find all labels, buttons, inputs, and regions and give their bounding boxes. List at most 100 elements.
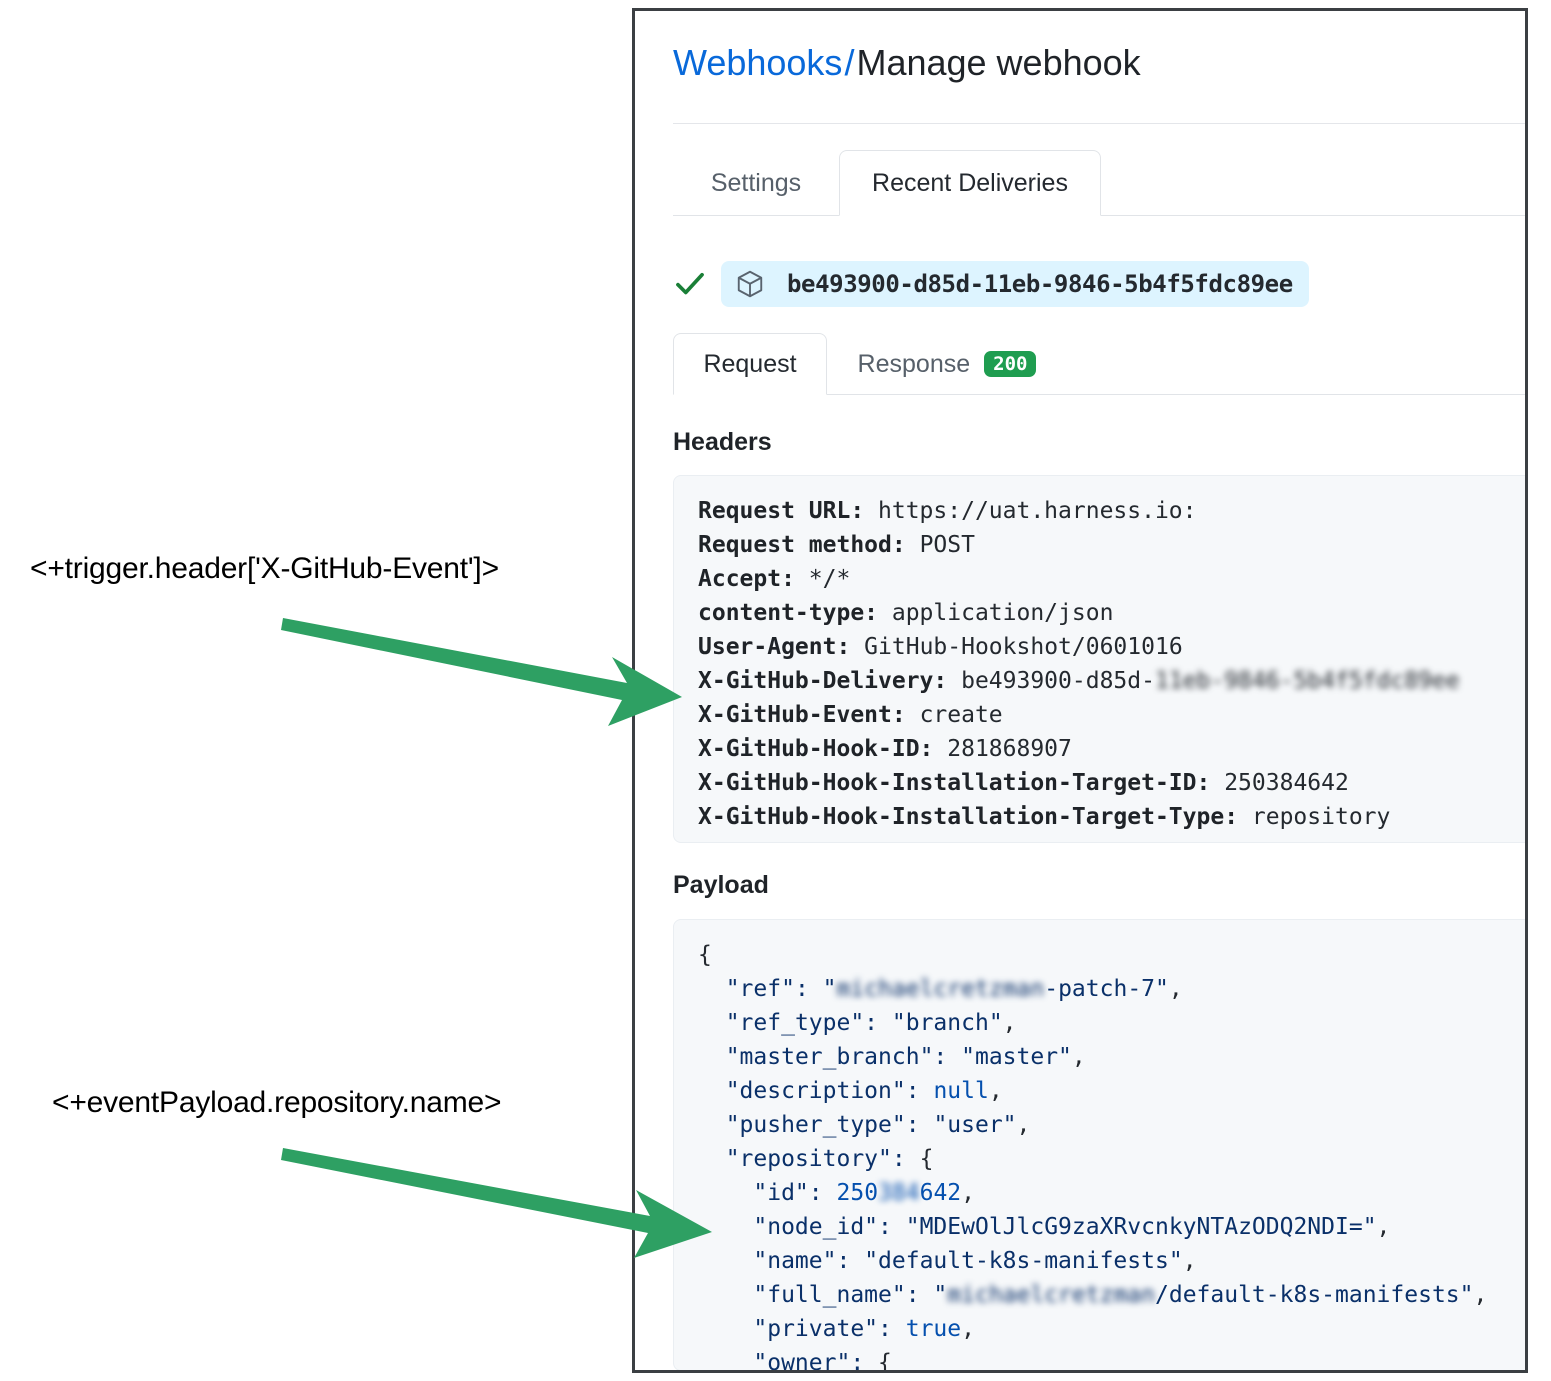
- json-token: ,: [961, 1180, 975, 1206]
- json-token: [698, 1146, 726, 1172]
- header-key: Request URL:: [698, 498, 865, 524]
- json-token: ,: [1071, 1044, 1086, 1070]
- json-token: [698, 1010, 726, 1036]
- json-token: {: [698, 942, 712, 968]
- redacted-text: michaelcretzman: [947, 1282, 1155, 1308]
- json-token: "node_id":: [753, 1214, 892, 1240]
- header-value: GitHub-Hookshot/0601016: [850, 634, 1183, 660]
- json-token: /default-k8s-manifests": [1155, 1282, 1474, 1308]
- redacted-text: michaelcretzman: [836, 976, 1045, 1002]
- tablist-webhook: Settings Recent Deliveries: [673, 150, 1525, 216]
- header-key: content-type:: [698, 600, 879, 626]
- delivery-row: be493900-d85d-11eb-9846-5b4f5fdc89ee: [673, 261, 1309, 307]
- payload-line: {: [698, 938, 1525, 972]
- json-token: "ref_type":: [725, 1010, 879, 1036]
- breadcrumb-link-webhooks[interactable]: Webhooks: [673, 42, 843, 83]
- json-token: [698, 1180, 753, 1206]
- json-token: "ref":: [725, 976, 809, 1002]
- payload-line: "id": 250384642,: [698, 1176, 1525, 1210]
- header-line: X-GitHub-Event: create: [698, 698, 1525, 732]
- header-value: application/json: [878, 600, 1114, 626]
- header-line: X-GitHub-Hook-Installation-Target-ID: 25…: [698, 766, 1525, 800]
- header-key: X-GitHub-Hook-ID:: [698, 736, 934, 762]
- redacted-text: 11eb-9846-5b4f5fdc89ee: [1154, 668, 1460, 694]
- header-key: X-GitHub-Hook-Installation-Target-ID:: [698, 770, 1211, 796]
- json-token: [823, 1180, 837, 1206]
- header-line: Request URL: https://uat.harness.io:: [698, 494, 1525, 528]
- headers-code-block: Request URL: https://uat.harness.io:Requ…: [673, 475, 1525, 843]
- tab-response[interactable]: Response 200: [827, 333, 1067, 395]
- arrow-to-x-github-event: [281, 618, 682, 726]
- header-key: X-GitHub-Hook-Installation-Target-Type:: [698, 804, 1239, 830]
- header-value: create: [905, 702, 1003, 728]
- check-icon: [676, 272, 704, 295]
- package-icon: [737, 270, 763, 298]
- json-token: -patch-7": [1044, 976, 1169, 1002]
- header-value: 250384642: [1210, 770, 1349, 796]
- payload-line: "master_branch": "master",: [698, 1040, 1525, 1074]
- json-token: ,: [988, 1078, 1003, 1104]
- payload-line: "full_name": "michaelcretzman/default-k8…: [698, 1278, 1525, 1312]
- json-token: ,: [1182, 1248, 1197, 1274]
- header-key: X-GitHub-Delivery:: [698, 668, 948, 694]
- json-token: [698, 1078, 726, 1104]
- json-token: "id":: [753, 1180, 823, 1206]
- redacted-text: 384: [878, 1180, 920, 1206]
- payload-line: "name": "default-k8s-manifests",: [698, 1244, 1525, 1278]
- json-token: [892, 1214, 906, 1240]
- json-token: [698, 1350, 753, 1370]
- json-token: [947, 1044, 961, 1070]
- panel-content: Webhooks/Manage webhook Settings Recent …: [635, 11, 1525, 1371]
- json-token: {: [905, 1146, 934, 1172]
- json-token: 642: [919, 1180, 962, 1206]
- payload-code-block: { "ref": "michaelcretzman-patch-7", "ref…: [673, 919, 1525, 1371]
- header-line: Request method: POST: [698, 528, 1525, 562]
- json-token: [698, 1248, 753, 1274]
- json-token: ,: [1376, 1214, 1391, 1240]
- header-value: POST: [905, 532, 975, 558]
- json-token: [920, 1078, 934, 1104]
- breadcrumb-current: Manage webhook: [856, 42, 1141, 83]
- json-token: ,: [1002, 1010, 1017, 1036]
- payload-line: "owner": {: [698, 1346, 1525, 1371]
- json-token: 250: [836, 1180, 879, 1206]
- json-token: "master_branch":: [725, 1044, 948, 1070]
- header-line: X-GitHub-Hook-Installation-Target-Type: …: [698, 800, 1525, 834]
- delivery-id-pill[interactable]: be493900-d85d-11eb-9846-5b4f5fdc89ee: [721, 261, 1309, 307]
- json-token: "master": [961, 1044, 1072, 1070]
- json-token: [878, 1010, 892, 1036]
- json-token: [698, 1112, 726, 1138]
- tab-response-label: Response: [857, 349, 971, 378]
- json-token: [698, 976, 726, 1002]
- json-token: [920, 1112, 934, 1138]
- payload-line: "private": true,: [698, 1312, 1525, 1346]
- payload-section-title: Payload: [673, 871, 769, 899]
- tab-request[interactable]: Request: [673, 333, 827, 395]
- payload-line: "repository": {: [698, 1142, 1525, 1176]
- tab-recent-deliveries[interactable]: Recent Deliveries: [839, 150, 1101, 216]
- json-token: true: [905, 1316, 962, 1342]
- annotation-label-payload-expression: <+eventPayload.repository.name>: [52, 1086, 502, 1119]
- json-token: ,: [1473, 1282, 1488, 1308]
- json-token: "default-k8s-manifests": [864, 1248, 1183, 1274]
- json-token: [698, 1044, 726, 1070]
- breadcrumb: Webhooks/Manage webhook: [673, 41, 1525, 84]
- json-token: "owner":: [753, 1350, 865, 1371]
- header-value: 281868907: [933, 736, 1072, 762]
- payload-line: "ref": "michaelcretzman-patch-7",: [698, 972, 1525, 1006]
- json-token: ,: [961, 1316, 975, 1342]
- json-token: [920, 1282, 934, 1308]
- header-divider: [673, 123, 1525, 124]
- header-value: https://uat.harness.io:: [864, 498, 1197, 524]
- json-token: [809, 976, 823, 1002]
- json-token: ": [933, 1282, 948, 1308]
- json-token: ,: [1168, 976, 1183, 1002]
- json-token: "full_name":: [753, 1282, 920, 1308]
- github-webhook-panel: Webhooks/Manage webhook Settings Recent …: [632, 8, 1528, 1373]
- json-token: [698, 1214, 753, 1240]
- json-token: "repository":: [725, 1146, 906, 1172]
- json-token: "private":: [753, 1316, 892, 1342]
- tab-settings[interactable]: Settings: [710, 168, 802, 197]
- header-line: User-Agent: GitHub-Hookshot/0601016: [698, 630, 1525, 664]
- json-token: "pusher_type":: [725, 1112, 920, 1138]
